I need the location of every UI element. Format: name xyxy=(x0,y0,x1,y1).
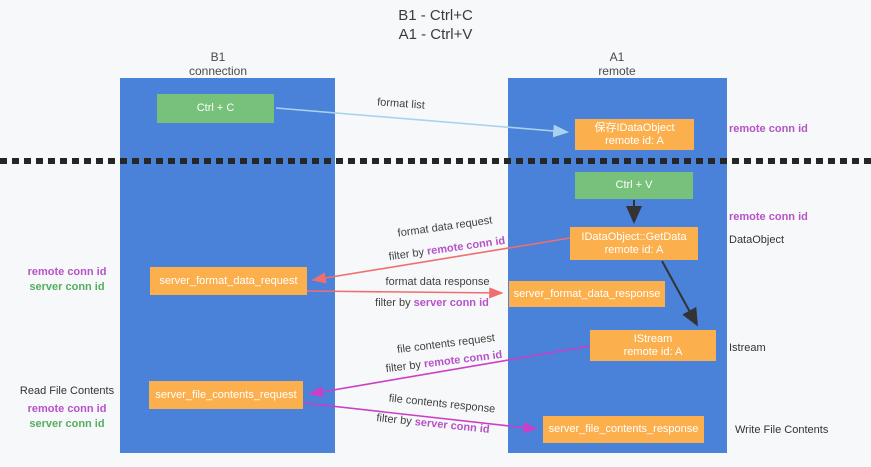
node-ctrl-v: Ctrl + V xyxy=(575,172,693,199)
node-istream: IStream remote id: A xyxy=(590,330,716,361)
lane-header-a1: A1 remote xyxy=(552,50,682,78)
node-save-dataobject-line1: 保存IDataObject xyxy=(594,121,675,134)
annotation-text: remote conn id xyxy=(27,403,107,415)
node-server-file-contents-request-label: server_file_contents_request xyxy=(155,388,297,401)
annotation-text: remote conn id xyxy=(729,123,808,135)
node-istream-line1: IStream xyxy=(633,332,673,345)
arrow-format-data-request xyxy=(311,237,571,284)
node-server-format-data-response: server_format_data_response xyxy=(509,281,665,307)
annotation-text: server conn id xyxy=(29,281,105,293)
annotation-write-file-contents: Write File Contents xyxy=(735,424,828,436)
node-save-dataobject-line2: remote id: A xyxy=(605,134,664,147)
label-format-data-response: format data response xyxy=(365,276,510,288)
annotation-text: DataObject xyxy=(729,234,785,246)
arrow-file-contents-request xyxy=(308,345,591,398)
lane-a1-subtitle: remote xyxy=(598,64,636,78)
lane-b1-subtitle: connection xyxy=(188,64,248,78)
node-ctrl-v-label: Ctrl + V xyxy=(615,179,653,191)
node-getdata-line2: remote id: A xyxy=(604,243,664,256)
annotation-remote-conn-id-left1: remote conn id xyxy=(12,265,122,280)
arrow-format-list xyxy=(275,107,570,138)
annotation-dataobject: DataObject xyxy=(729,234,784,246)
annotation-remote-conn-id-top: remote conn id xyxy=(729,123,808,135)
node-istream-line2: remote id: A xyxy=(623,345,683,358)
annotation-server-conn-id-left1: server conn id xyxy=(12,280,122,295)
annotation-text: remote conn id xyxy=(729,211,808,223)
node-save-dataobject: 保存IDataObject remote id: A xyxy=(575,119,694,150)
arrow-getdata-to-istream xyxy=(661,260,698,327)
title-line-2: A1 - Ctrl+V xyxy=(398,26,473,43)
arrow-format-data-response xyxy=(306,287,504,299)
node-server-file-contents-response-label: server_file_contents_response xyxy=(548,423,699,435)
node-ctrl-c-label: Ctrl + C xyxy=(196,102,235,114)
lane-b1-name: B1 xyxy=(210,50,226,64)
node-server-format-data-request: server_format_data_request xyxy=(150,267,307,295)
diagram-title: B1 - Ctrl+C A1 - Ctrl+V xyxy=(0,6,871,44)
lane-a1-name: A1 xyxy=(609,50,625,64)
title-line-1: B1 - Ctrl+C xyxy=(398,7,473,24)
node-server-file-contents-response: server_file_contents_response xyxy=(543,416,704,443)
arrow-file-contents-response xyxy=(303,402,538,434)
annotation-text: Write File Contents xyxy=(735,424,829,436)
annotation-remote-conn-id-left2: remote conn id xyxy=(12,402,122,417)
annotation-server-conn-id-left2: server conn id xyxy=(12,417,122,432)
label-format-data-response-text: format data response xyxy=(385,276,490,288)
annotation-remote-conn-id-mid: remote conn id xyxy=(729,211,808,223)
label-filter-server-conn-id-1: filter by server conn id xyxy=(358,297,506,309)
annotation-read-file-contents: Read File Contents xyxy=(12,384,122,399)
filter-prefix: filter by xyxy=(375,297,414,309)
node-getdata-line1: IDataObject::GetData xyxy=(581,230,687,243)
filter-key-server-conn-id: server conn id xyxy=(413,297,489,309)
node-server-format-data-response-label: server_format_data_response xyxy=(513,287,661,300)
node-server-format-data-request-label: server_format_data_request xyxy=(159,274,298,287)
annotation-text: server conn id xyxy=(29,418,105,430)
annotation-istream: Istream xyxy=(729,342,766,354)
annotation-text: Istream xyxy=(729,342,766,354)
node-ctrl-c: Ctrl + C xyxy=(157,94,274,123)
annotation-text: remote conn id xyxy=(27,266,107,278)
lane-header-b1: B1 connection xyxy=(153,50,283,78)
annotation-text: Read File Contents xyxy=(19,385,115,397)
dashed-divider xyxy=(0,158,871,164)
node-server-file-contents-request: server_file_contents_request xyxy=(149,381,303,409)
node-getdata: IDataObject::GetData remote id: A xyxy=(570,227,698,260)
